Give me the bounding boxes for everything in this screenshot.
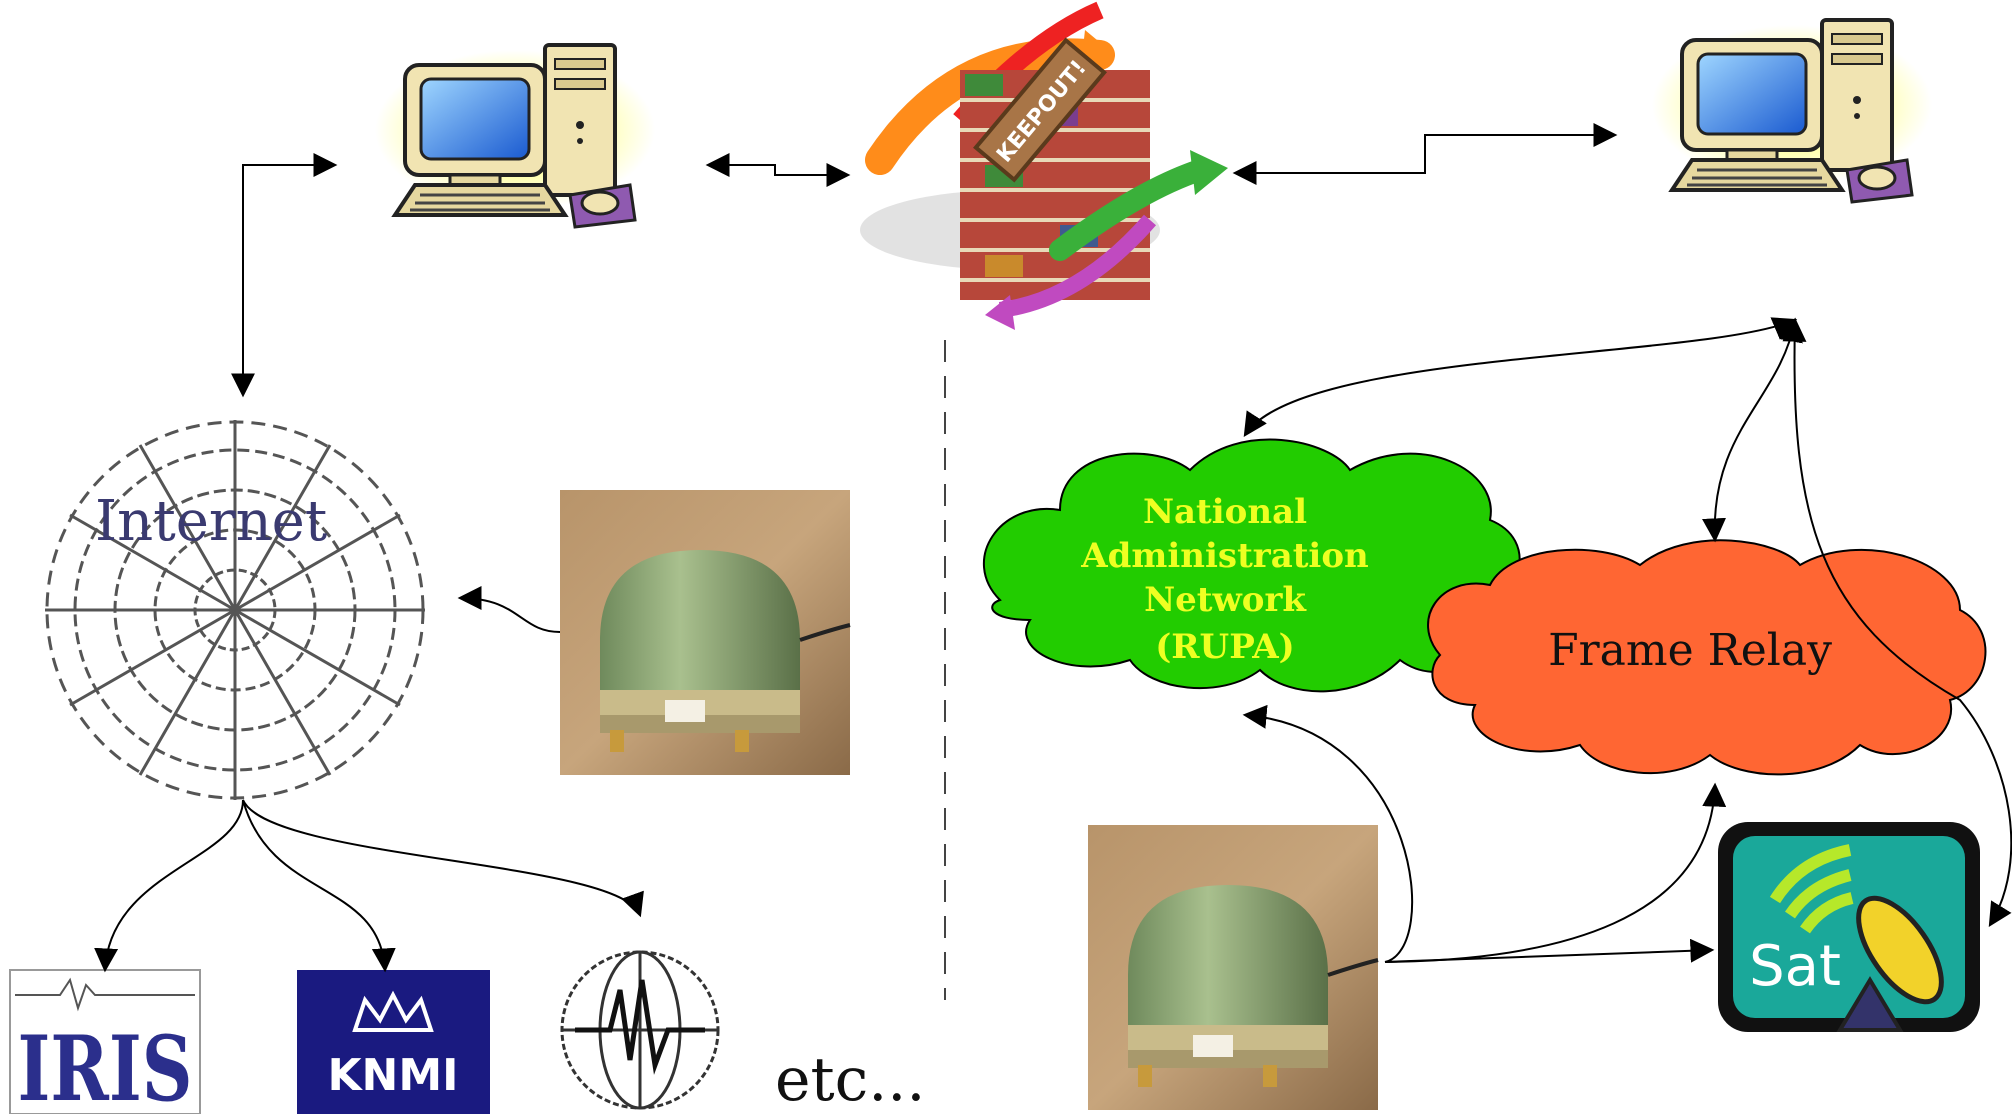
rupa-label-line2: Administration bbox=[1080, 536, 1369, 576]
globe-seismogram-logo bbox=[560, 950, 720, 1110]
etc-label: etc... bbox=[775, 1045, 925, 1114]
frame-relay-label: Frame Relay bbox=[1548, 625, 1832, 676]
rupa-cloud: National Administration Network (RUPA) bbox=[982, 438, 1521, 693]
knmi-label: KNMI bbox=[327, 1050, 458, 1101]
frame-relay-cloud: Frame Relay bbox=[1427, 539, 1987, 776]
rupa-label-line1: National bbox=[1143, 492, 1307, 532]
firewall-icon: KEEPOUT! bbox=[860, 1, 1228, 330]
satellite-dish-icon: Sat bbox=[1718, 822, 1980, 1032]
knmi-logo: KNMI bbox=[297, 970, 490, 1114]
computer-icon-right bbox=[1650, 18, 1934, 204]
seismometer-icon-right bbox=[1086, 823, 1380, 1112]
internet-label: Internet bbox=[95, 489, 328, 554]
connector-lines bbox=[94, 123, 2012, 973]
sat-label: Sat bbox=[1749, 934, 1841, 999]
iris-label: IRIS bbox=[18, 1016, 193, 1114]
iris-logo: IRIS bbox=[9, 969, 201, 1114]
seismometer-icon-left bbox=[558, 488, 852, 777]
computer-icon-left bbox=[373, 43, 657, 229]
rupa-label-line3: Network bbox=[1144, 580, 1307, 620]
spider-web-icon bbox=[45, 420, 425, 800]
rupa-label-line4: (RUPA) bbox=[1155, 627, 1295, 667]
